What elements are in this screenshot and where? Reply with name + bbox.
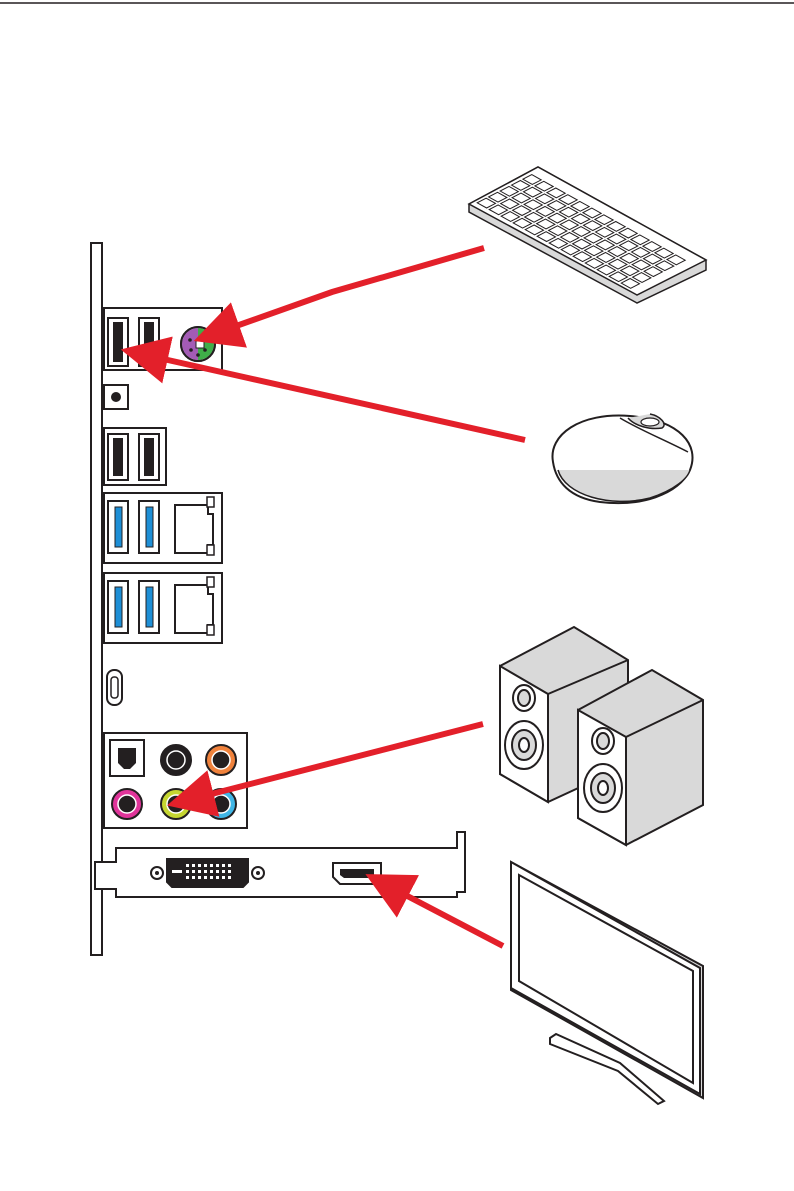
dvi-pin [204,870,207,873]
io-bracket [91,243,102,955]
graphics-card-bracket [95,832,465,897]
monitor-icon [511,862,703,1104]
ps2-pin [196,353,200,357]
dvi-pin [186,864,189,867]
ps2-pin [189,348,193,352]
dvi-pin [210,864,213,867]
dvi-pin [198,864,201,867]
usb-type-c-port[interactable] [107,670,122,705]
speakers-icon [500,627,703,845]
ps2-pin [188,338,192,342]
dvi-pin [210,876,213,879]
dvi-pin [204,864,207,867]
usb2-port[interactable] [139,434,159,480]
optical-spdif-port[interactable] [110,740,144,776]
dvi-pin [172,870,182,873]
audio-jack[interactable] [161,745,191,775]
hdmi-port[interactable] [333,863,381,884]
dvi-pin [186,876,189,879]
usb3-port[interactable] [108,501,128,553]
dvi-pin [186,870,189,873]
dvi-pin [222,870,225,873]
dvi-pin [216,864,219,867]
dvi-pin [222,864,225,867]
dvi-pin [210,870,213,873]
dvi-pin [228,876,231,879]
dvi-pin [204,876,207,879]
usb3-port[interactable] [108,581,128,633]
dvi-pin [198,870,201,873]
graphics-card [95,832,465,897]
dvi-pin [222,876,225,879]
dvi-pin [198,876,201,879]
clear-cmos-button[interactable] [104,385,128,409]
ps2-pin [203,348,207,352]
usb2-port[interactable] [108,434,128,480]
usb2-port[interactable] [108,318,128,366]
lan-port[interactable] [175,497,214,555]
keyboard-icon [469,167,706,303]
ps2-port[interactable] [181,327,215,361]
dvi-pin [228,864,231,867]
arrow-mouse-to-usb [150,356,525,440]
usb3-port[interactable] [139,501,159,553]
usb3-port[interactable] [139,581,159,633]
dvi-pin [192,876,195,879]
lan-port[interactable] [175,577,214,635]
audio-jack[interactable] [161,789,191,819]
dvi-pin [192,864,195,867]
dvi-pin [216,870,219,873]
mouse-icon [552,414,692,503]
arrow-speakers-to-audio [196,724,483,798]
dvi-port[interactable] [151,859,264,887]
audio-jack[interactable] [112,789,142,819]
arrow-keyboard-to-ps2 [222,248,484,331]
ps2-pin [204,338,208,342]
audio-jack[interactable] [206,745,236,775]
dvi-pin [192,870,195,873]
dvi-pin [228,870,231,873]
dvi-pin [216,876,219,879]
